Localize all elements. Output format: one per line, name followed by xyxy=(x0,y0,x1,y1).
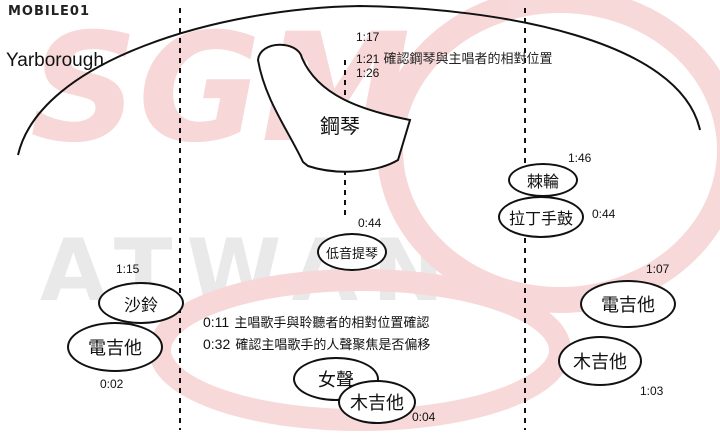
latin-drum-ellipse: 拉丁手鼓 xyxy=(498,196,584,238)
center-note-1: 0:11 主唱歌手與聆聽者的相對位置確認 xyxy=(203,312,429,331)
center-note-2: 0:32 確認主唱歌手的人聲聚焦是否偏移 xyxy=(203,334,430,353)
brand-logo: MOBILE01 xyxy=(8,4,90,19)
agtr-right-ellipse: 木吉他 xyxy=(558,336,642,386)
tambourine-ellipse: 棘輪 xyxy=(508,163,578,197)
egtr-right-ellipse: 電吉他 xyxy=(580,280,676,328)
center-note-2-text: 確認主唱歌手的人聲聚焦是否偏移 xyxy=(235,338,431,353)
female-vocal-label: 女聲 xyxy=(318,370,354,391)
piano-time-1: 1:17 xyxy=(356,30,380,44)
latin-drum-time: 0:44 xyxy=(592,207,616,221)
egtr-left-ellipse: 電吉他 xyxy=(67,322,163,372)
agtr-right-time: 1:03 xyxy=(640,384,664,398)
egtr-left-label: 電吉他 xyxy=(88,338,142,359)
center-note-1-text: 主唱歌手與聆聽者的相對位置確認 xyxy=(234,316,430,331)
center-note-1-time: 0:11 xyxy=(203,314,230,330)
piano-text-2: 確認鋼琴與主唱者的相對位置 xyxy=(383,52,553,67)
tambourine-label: 棘輪 xyxy=(526,172,559,191)
egtr-left-time: 0:02 xyxy=(100,377,124,391)
cello-time: 0:44 xyxy=(358,216,382,230)
shaker-label: 沙鈴 xyxy=(124,295,158,316)
piano-time-3: 1:26 xyxy=(356,66,380,80)
agtr-center-label: 木吉他 xyxy=(350,393,404,414)
piano-shape xyxy=(256,43,412,173)
piano-label: 鋼琴 xyxy=(320,114,360,138)
shaker-ellipse: 沙鈴 xyxy=(98,282,184,324)
hall-label: Yarborough xyxy=(6,50,104,71)
agtr-center-ellipse: 木吉他 xyxy=(338,380,416,424)
agtr-center-time: 0:04 xyxy=(412,410,436,424)
stage-arc xyxy=(17,4,701,156)
latin-drum-label: 拉丁手鼓 xyxy=(508,209,573,228)
egtr-right-time: 1:07 xyxy=(646,262,670,276)
shaker-time: 1:15 xyxy=(116,262,140,276)
center-note-2-time: 0:32 xyxy=(203,336,231,352)
cello-label: 低音提琴 xyxy=(325,246,378,262)
agtr-right-label: 木吉他 xyxy=(573,352,627,373)
piano-note-2: 1:21 確認鋼琴與主唱者的相對位置 xyxy=(356,48,553,67)
egtr-right-label: 電吉他 xyxy=(601,295,655,316)
piano-time-2: 1:21 xyxy=(356,52,380,66)
cello-ellipse: 低音提琴 xyxy=(317,233,387,271)
tambourine-time: 1:46 xyxy=(568,151,592,165)
